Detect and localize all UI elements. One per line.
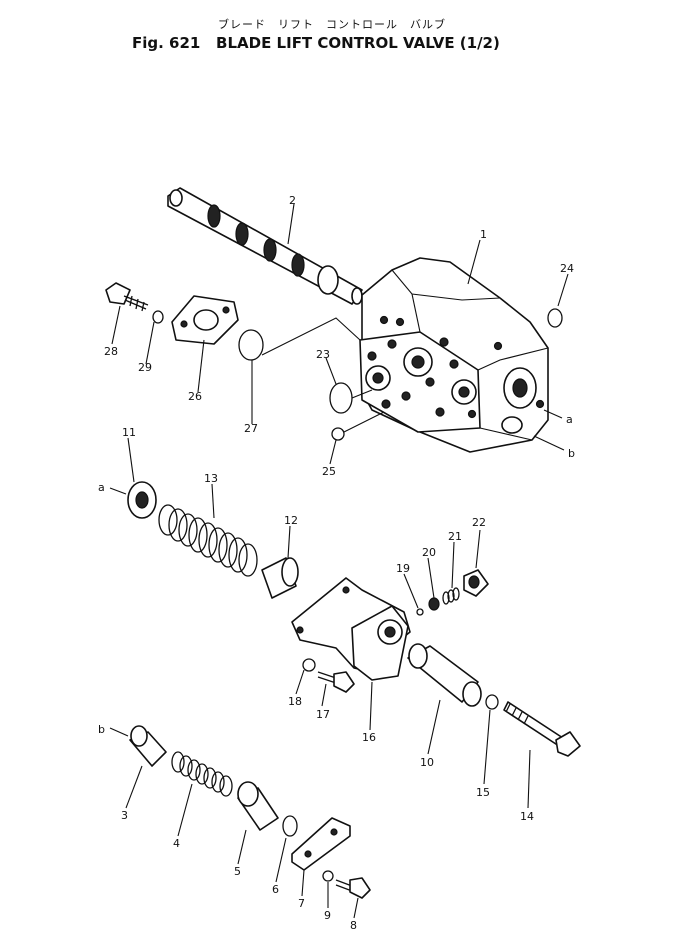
callout-4: 4 [173,837,180,850]
callout-16: 16 [362,731,376,744]
port-label-a-body: a [566,413,573,426]
part-26-flange [171,295,239,345]
part-17-bolt [317,671,355,693]
part-28-bolt [105,282,149,312]
callout-20: 20 [422,546,436,559]
figure-number: Fig. 621 [132,34,201,52]
callout-leaders [111,203,569,919]
callout-29: 29 [138,361,152,374]
callout-2: 2 [289,194,296,207]
part-3-cap [129,725,167,767]
port-a-leader-body [543,409,563,419]
port-label-b-cap: b [98,723,105,736]
callout-17: 17 [316,708,330,721]
part-7-retainer [291,817,351,871]
part-4-spring [171,751,233,797]
part-20-seat [428,597,440,611]
part-16-housing [291,577,411,681]
figure-name: BLADE LIFT CONTROL VALVE (1/2) [216,34,500,52]
callout-19: 19 [396,562,410,575]
callout-5: 5 [234,865,241,878]
part-19-ball [416,608,424,616]
callout-22: 22 [472,516,486,529]
callout-25: 25 [322,465,336,478]
part-29-washer [152,310,164,324]
callout-7: 7 [298,897,305,910]
callout-18: 18 [288,695,302,708]
part-11-seat [127,481,157,519]
part-24-o-ring [547,308,563,328]
part-1-valve-body [359,257,549,453]
part-22-plug [463,569,489,597]
callout-26: 26 [188,390,202,403]
part-6-o-ring [282,815,298,837]
part-5-piston [237,781,279,831]
callout-24: 24 [560,262,574,275]
part-18-washer [302,658,316,672]
leader-25 [343,411,385,433]
port-label-a-seat: a [98,481,105,494]
part-21-spring [442,587,460,605]
port-b-leader-body [533,435,565,451]
callout-14: 14 [520,810,534,823]
callout-15: 15 [476,786,490,799]
callout-1: 1 [480,228,487,241]
part-15-washer [485,694,499,710]
part-2-spool [167,187,363,305]
leader-23 [351,389,373,399]
part-10-piston [407,643,482,707]
part-23-o-ring [329,382,353,414]
japanese-title: ブレード リフト コントロール バルブ [218,18,446,31]
part-9-washer [322,870,334,882]
callout-21: 21 [448,530,462,543]
port-label-b-body: b [568,447,575,460]
port-a-leader-seat [109,487,127,495]
leader-27-to-body [261,317,361,356]
callout-6: 6 [272,883,279,896]
callout-13: 13 [204,472,218,485]
callout-9: 9 [324,909,331,922]
callout-11: 11 [122,426,136,439]
part-12-collar [261,557,299,599]
callout-27: 27 [244,422,258,435]
part-27-o-ring [238,329,264,361]
part-14-bolt [503,701,581,757]
part-25-o-ring [331,427,345,441]
port-b-leader-cap [109,727,129,737]
callout-12: 12 [284,514,298,527]
callout-8: 8 [350,919,357,932]
figure-title: Fig. 621 BLADE LIFT CONTROL VALVE (1/2) [132,34,500,52]
callout-23: 23 [316,348,330,361]
callout-10: 10 [420,756,434,769]
part-8-bolt [335,877,371,899]
callout-3: 3 [121,809,128,822]
part-13-spring [158,504,258,577]
callout-28: 28 [104,345,118,358]
